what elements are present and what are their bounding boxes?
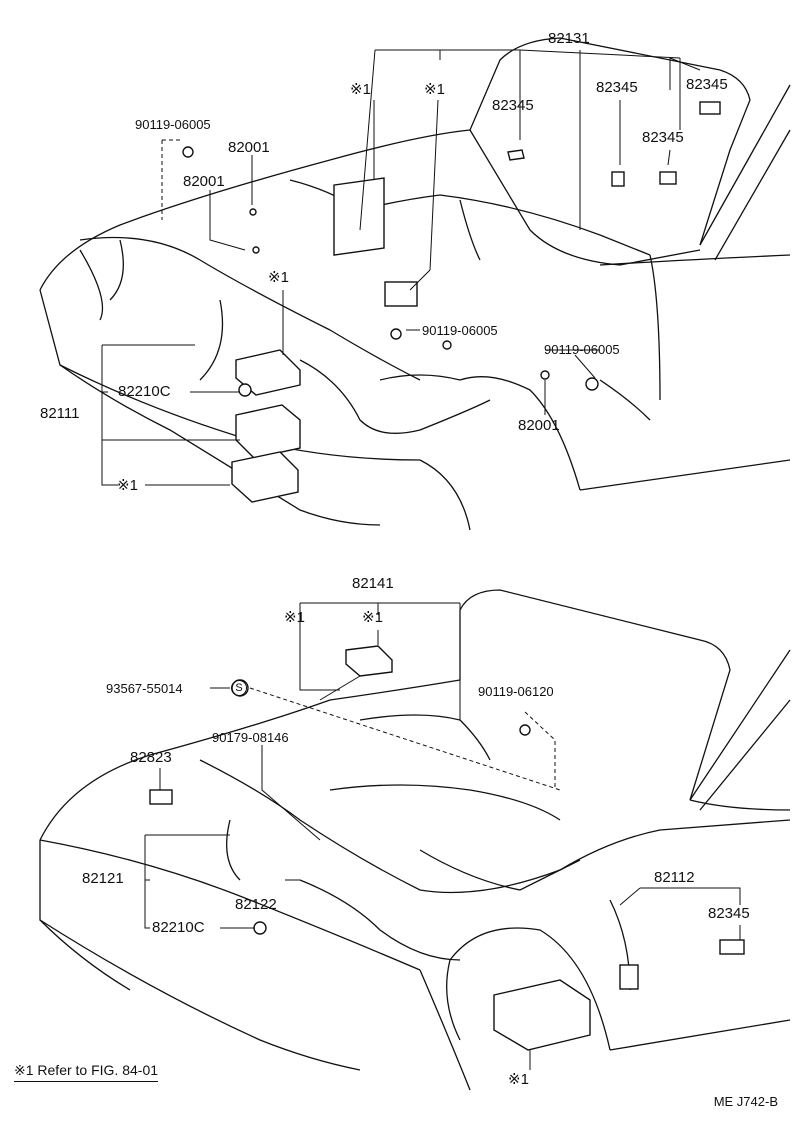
part-label-82122: 82122	[235, 896, 277, 913]
reference-mark: ※1	[424, 81, 445, 98]
figure-code: ME J742-B	[713, 1094, 778, 1109]
part-label-82345: 82345	[642, 129, 684, 146]
part-label-90119-06120: 90119-06120	[478, 684, 554, 699]
footnote-reference: ※1 Refer to FIG. 84-01	[14, 1062, 159, 1082]
part-label-82131: 82131	[548, 30, 590, 47]
part-label-82210C: 82210C	[152, 919, 205, 936]
reference-mark: ※1	[284, 609, 305, 626]
part-label-82210C: 82210C	[118, 383, 171, 400]
part-label-93567-55014: 93567-55014	[106, 681, 183, 696]
part-label-82112: 82112	[654, 869, 695, 886]
part-label-82001: 82001	[228, 139, 270, 156]
part-label-82345: 82345	[596, 79, 638, 96]
upper-car-body	[39, 37, 791, 531]
lower-car-body	[39, 589, 791, 1091]
part-label-82345: 82345	[492, 97, 534, 114]
part-label-82141: 82141	[352, 575, 394, 592]
reference-mark: ※1	[362, 609, 383, 626]
lower-leaders	[144, 602, 741, 1070]
part-label-90119-06005: 90119-06005	[422, 323, 498, 338]
part-label-82001: 82001	[518, 417, 560, 434]
part-label-82823: 82823	[130, 749, 172, 766]
part-label-82111: 82111	[40, 405, 80, 422]
reference-mark: ※1	[117, 477, 138, 494]
circled-s-mark: S	[231, 680, 247, 696]
part-label-82001: 82001	[183, 173, 225, 190]
upper-parts	[182, 101, 721, 503]
upper-leaders	[101, 49, 701, 486]
reference-mark: ※1	[350, 81, 371, 98]
reference-mark: ※1	[508, 1071, 529, 1088]
part-label-82345: 82345	[686, 76, 728, 93]
lower-wire-harness	[199, 714, 791, 991]
part-label-82121: 82121	[82, 870, 124, 887]
part-label-90119-06005: 90119-06005	[135, 117, 211, 132]
part-label-82345: 82345	[708, 905, 750, 922]
reference-mark: ※1	[268, 269, 289, 286]
part-label-90119-06005: 90119-06005	[544, 342, 620, 357]
part-label-90179-08146: 90179-08146	[212, 730, 289, 745]
